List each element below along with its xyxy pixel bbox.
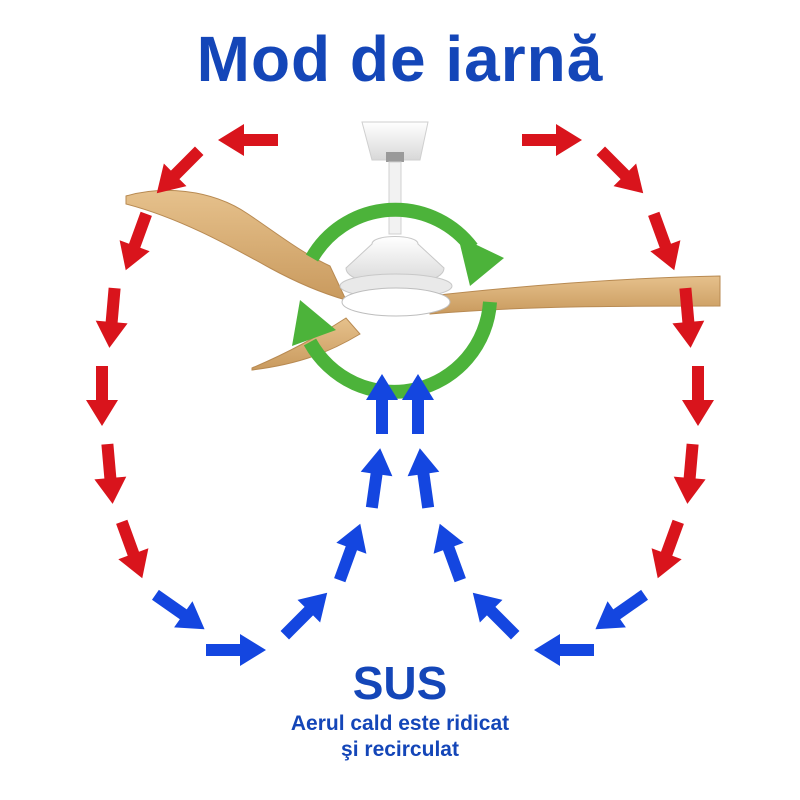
blue-arrow-icon bbox=[407, 448, 440, 509]
red-arrow-icon bbox=[119, 211, 152, 271]
red-arrow-icon bbox=[218, 124, 278, 156]
blue-arrow-icon bbox=[595, 589, 649, 630]
blue-arrow-icon bbox=[402, 374, 434, 434]
blue-arrow-icon bbox=[534, 634, 594, 666]
red-arrow-icon bbox=[682, 366, 714, 426]
blue-arrow-icon bbox=[151, 589, 205, 630]
description-line-2: şi recirculat bbox=[341, 738, 459, 761]
red-arrow-icon bbox=[596, 146, 644, 194]
red-arrow-icon bbox=[156, 146, 204, 194]
red-arrow-icon bbox=[116, 519, 149, 579]
warm-air-arrows bbox=[86, 124, 714, 579]
blue-arrow-icon bbox=[472, 592, 520, 640]
page-title: Mod de iarnă bbox=[196, 23, 604, 95]
red-arrow-icon bbox=[673, 443, 706, 504]
rotation-arrowhead-right bbox=[458, 236, 504, 286]
blue-arrow-icon bbox=[366, 374, 398, 434]
blue-arrow-icon bbox=[206, 634, 266, 666]
red-arrow-icon bbox=[648, 211, 681, 271]
blue-arrow-icon bbox=[433, 523, 466, 583]
blue-arrow-icon bbox=[360, 448, 393, 509]
mode-label: SUS bbox=[352, 657, 448, 709]
blue-arrow-icon bbox=[280, 592, 328, 640]
description-line-1: Aerul cald este ridicat bbox=[290, 712, 510, 735]
red-arrow-icon bbox=[95, 287, 128, 348]
red-arrow-icon bbox=[86, 366, 118, 426]
red-arrow-icon bbox=[522, 124, 582, 156]
red-arrow-icon bbox=[672, 287, 705, 348]
rising-air-arrows bbox=[151, 374, 649, 666]
red-arrow-icon bbox=[651, 519, 684, 579]
blue-arrow-icon bbox=[334, 523, 367, 583]
rotation-arrowhead-left bbox=[292, 300, 336, 346]
ceiling-fan-icon bbox=[125, 121, 721, 371]
red-arrow-icon bbox=[94, 443, 127, 504]
